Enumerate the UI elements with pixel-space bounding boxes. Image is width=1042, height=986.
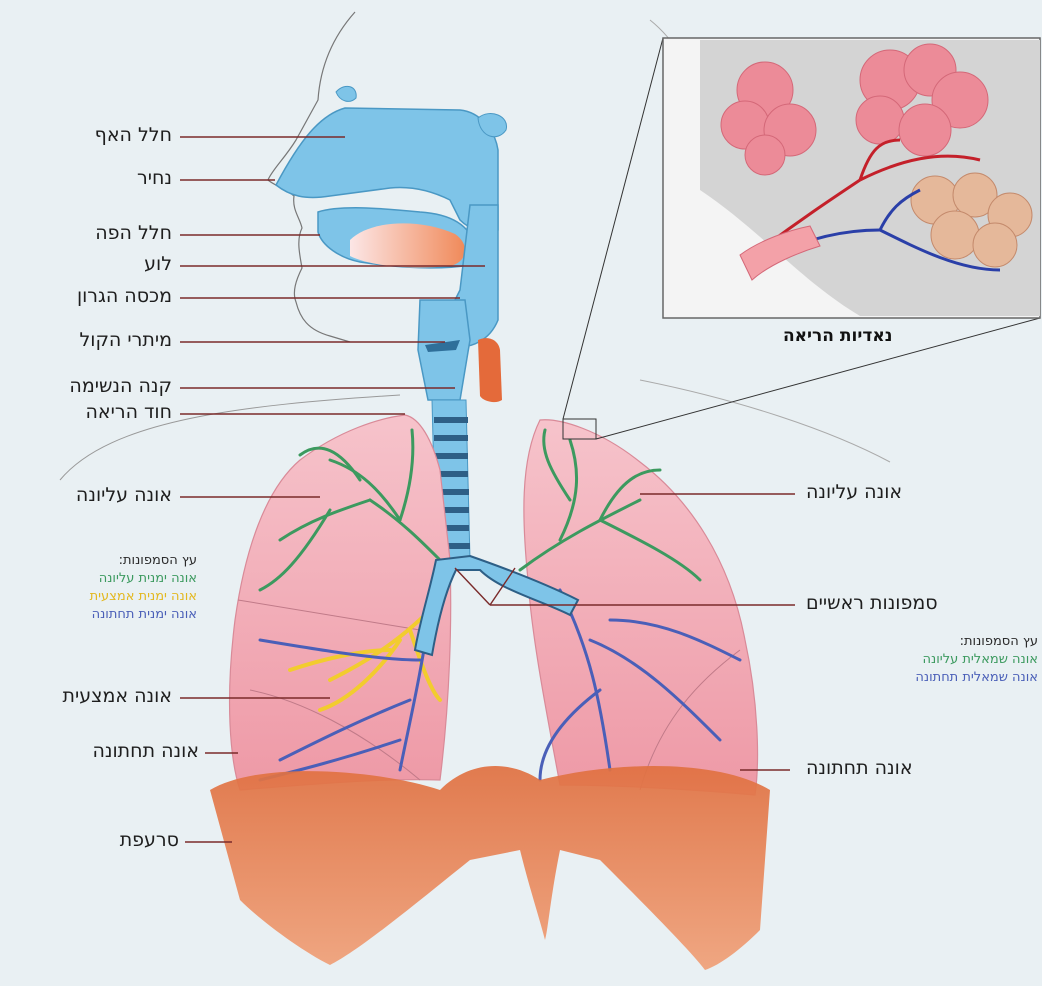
legend-left-lung-title: עץ הסמפונות: <box>806 633 1038 651</box>
right-lung-shape <box>230 415 451 790</box>
label-right-upper-lobe: אונה עליונה <box>76 484 172 506</box>
legend-right-lung-title: עץ הסמפונות: <box>90 552 197 570</box>
label-trachea: קנה הנשימה <box>69 375 172 397</box>
legend-left-lung-upper: אונה שמאלית עליונה <box>806 651 1038 669</box>
label-left-lower-lobe: אונה תחתונה <box>806 757 913 779</box>
label-oral-cavity: חלל הפה <box>95 222 172 244</box>
label-alveoli: נאדיות הריאה <box>783 326 892 346</box>
label-vocal-cords: מיתרי הקול <box>79 329 172 351</box>
legend-right-lung: עץ הסמפונות: אונה ימנית עליונה אונה ימני… <box>90 552 197 624</box>
legend-right-lung-middle: אונה ימנית אמצעית <box>90 588 197 606</box>
label-right-lower-lobe: אונה תחתונה <box>92 740 199 762</box>
label-nostril: נחיר <box>137 167 172 189</box>
legend-left-lung-lower: אונה שמאלית תחתונה <box>806 669 1038 687</box>
label-nasal-cavity: חלל האף <box>95 124 172 146</box>
label-left-upper-lobe: אונה עליונה <box>806 481 902 503</box>
diaphragm-shape <box>210 766 770 970</box>
label-main-bronchi: סמפונות ראשיים <box>806 592 938 614</box>
legend-left-lung: עץ הסמפונות: אונה שמאלית עליונה אונה שמא… <box>806 633 1038 687</box>
label-epiglottis: מכסה הגרון <box>77 285 172 307</box>
label-diaphragm: סרעפת <box>120 829 179 851</box>
label-middle-lobe: אונה אמצעית <box>63 685 172 707</box>
inset-connector-top <box>563 38 663 419</box>
label-pharynx: לוע <box>144 253 172 275</box>
esophagus <box>478 338 502 402</box>
nasal-sinus-top <box>336 86 356 101</box>
legend-right-lung-upper: אונה ימנית עליונה <box>90 570 197 588</box>
shoulder-line-right <box>640 380 890 462</box>
legend-right-lung-lower: אונה ימנית תחתונה <box>90 606 197 624</box>
label-lung-apex: חוד הריאה <box>85 401 172 423</box>
